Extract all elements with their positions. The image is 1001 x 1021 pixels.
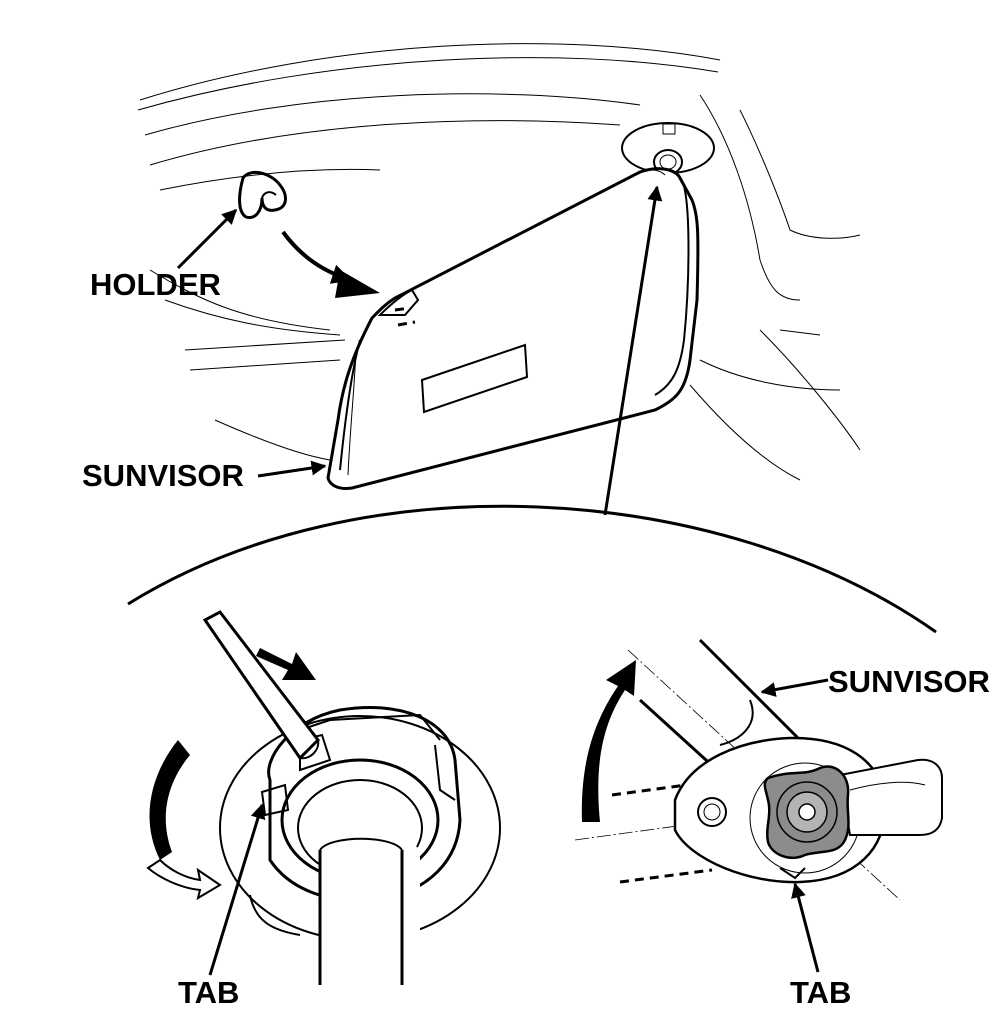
knob-icon (763, 765, 850, 859)
sunvisor-detail-leader (760, 678, 829, 697)
holder-part (238, 170, 287, 220)
detail-divider-arc (127, 504, 937, 634)
push-direction-arrow (256, 648, 316, 680)
headliner-lines (137, 43, 861, 481)
right-tab-label: TAB (790, 975, 851, 1010)
right-tab-leader (791, 882, 820, 973)
left-tab-label: TAB (178, 975, 239, 1010)
left-tab-leader (208, 803, 266, 976)
sunvisor-detail-label: SUNVISOR (828, 664, 990, 699)
sunvisor-top-label: SUNVISOR (82, 458, 244, 493)
holder-direction-arrow (281, 230, 380, 298)
sunvisor-mount (621, 122, 715, 175)
sunvisor-body (326, 167, 700, 490)
right-detail-dashes (611, 783, 806, 884)
rotate-direction-arrow (146, 740, 222, 901)
sunvisor-top-leader (257, 460, 327, 478)
mount-detail-leader (603, 185, 663, 516)
holder-leader (176, 208, 238, 270)
lift-direction-arrow (581, 660, 636, 822)
holder-label: HOLDER (90, 267, 221, 302)
left-detail-mount (202, 610, 501, 990)
